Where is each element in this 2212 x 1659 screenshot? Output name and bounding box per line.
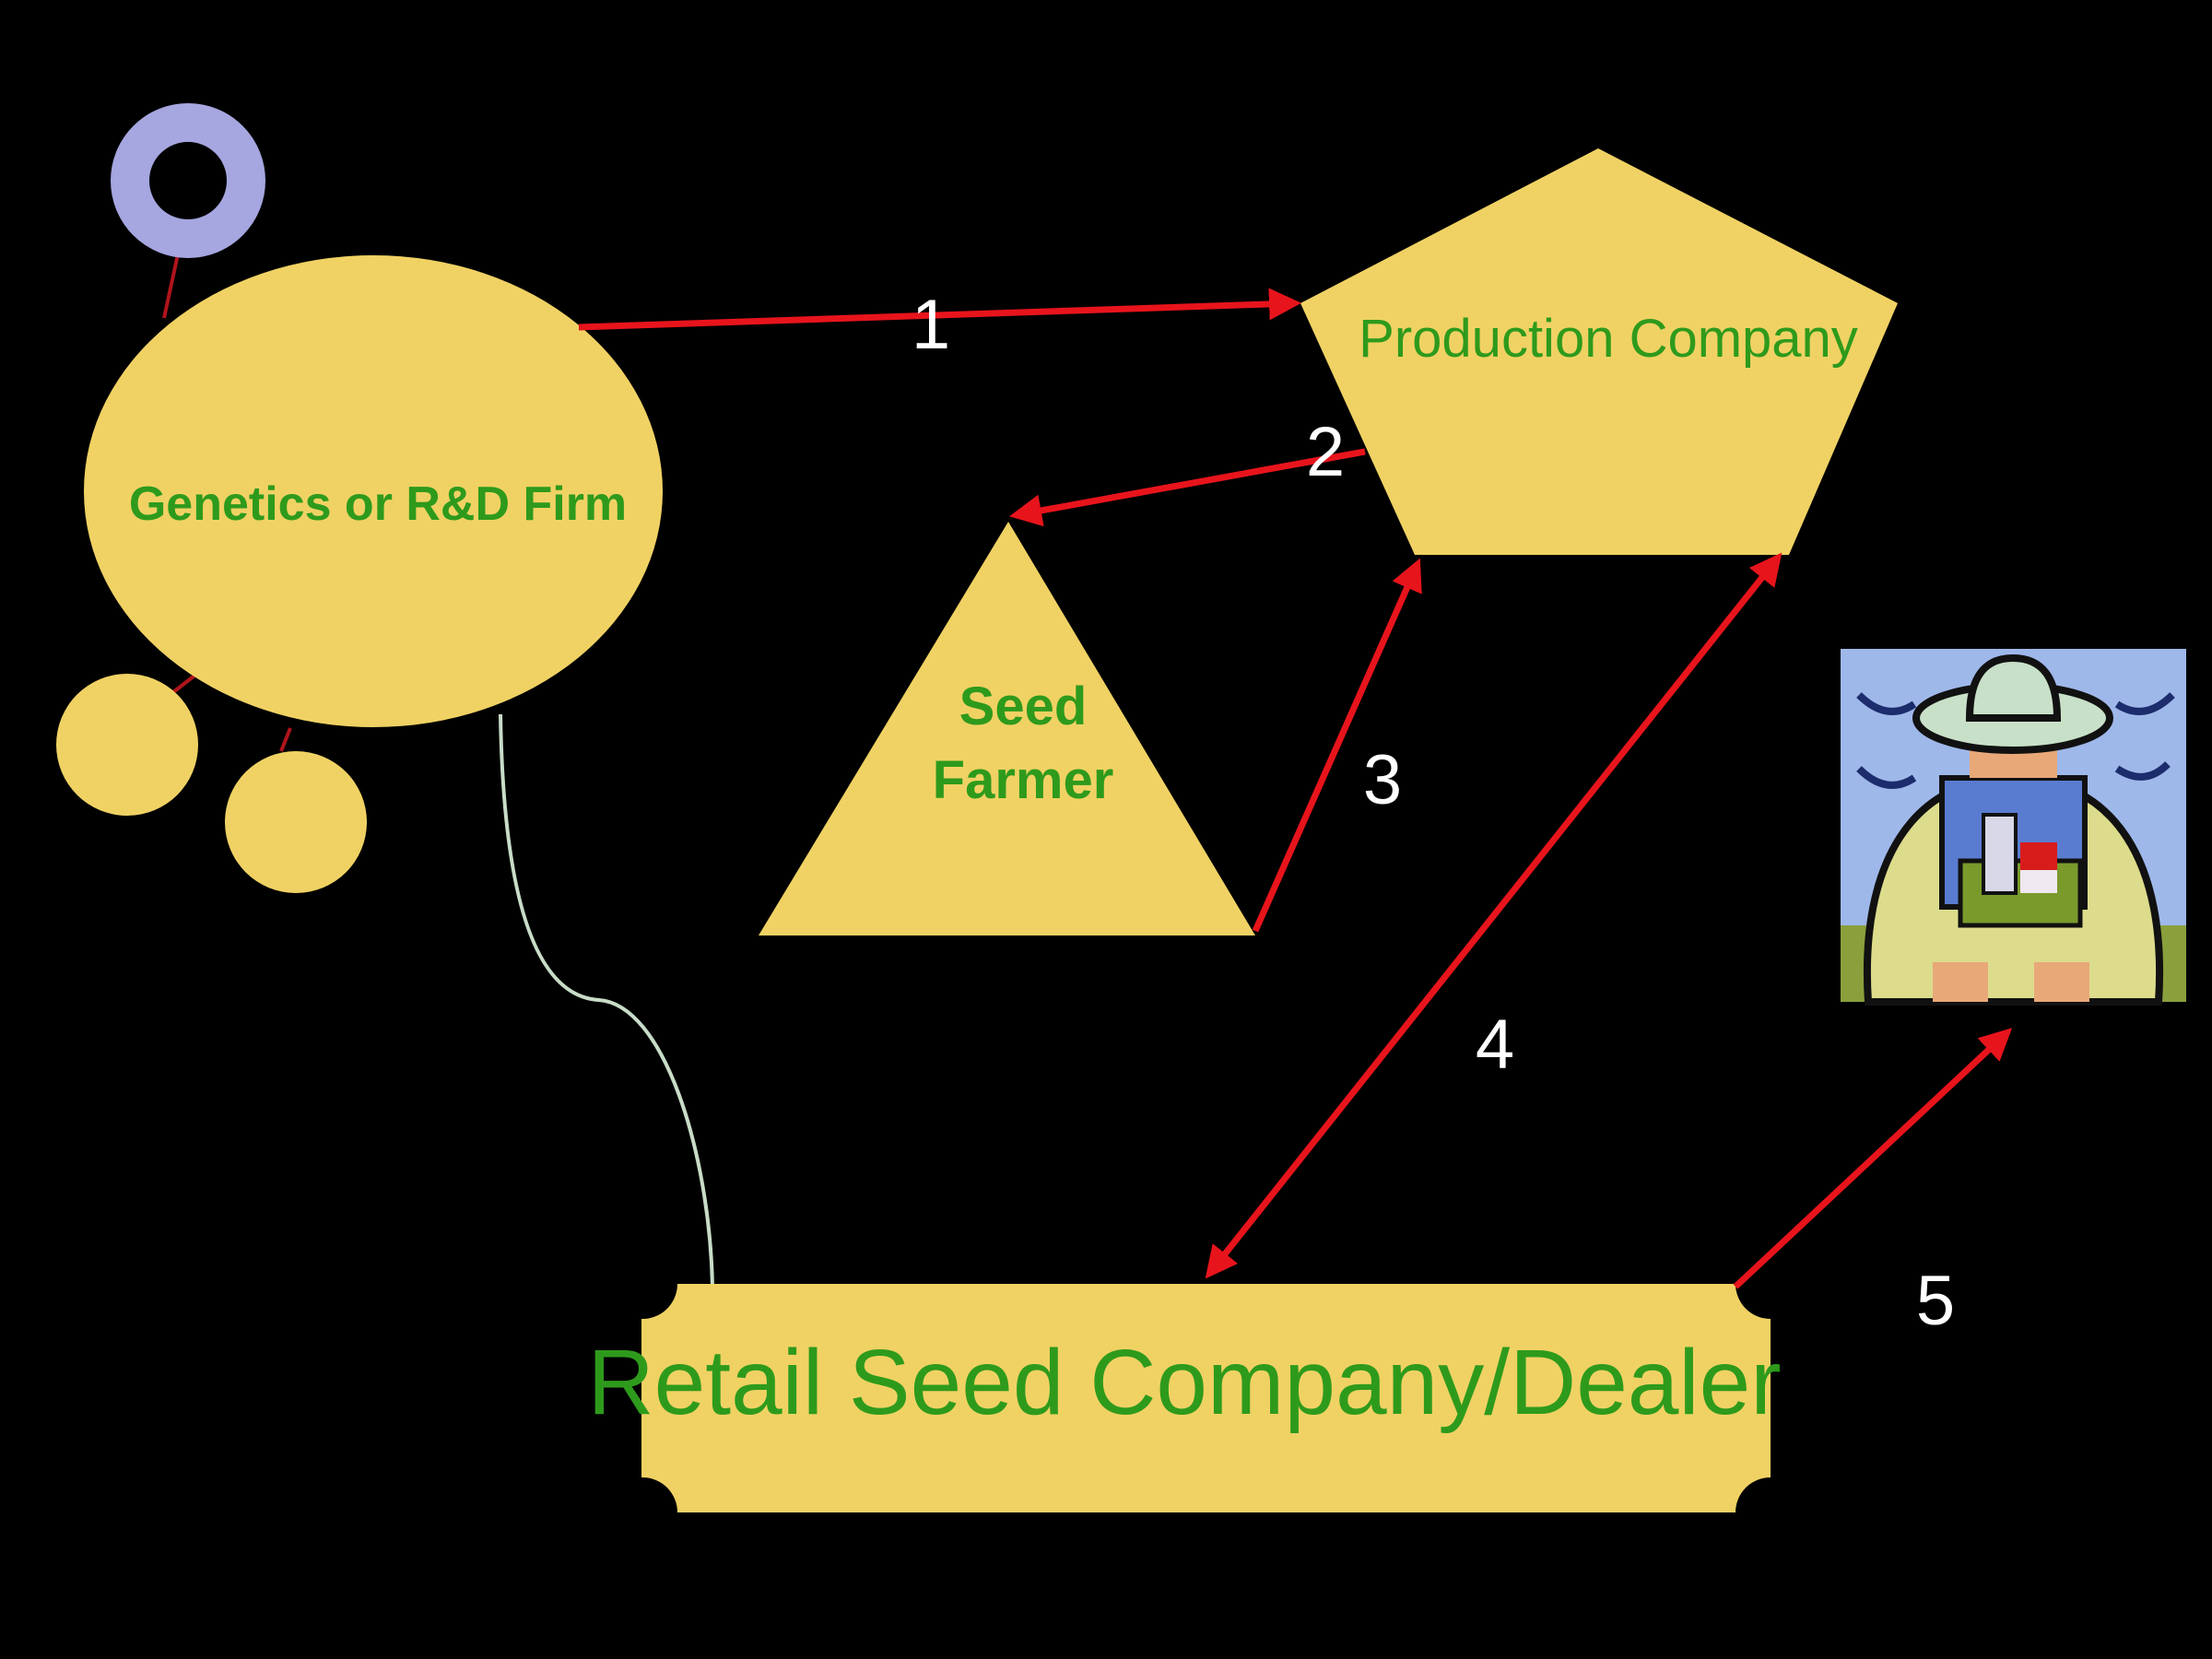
step-3-label: 3 (1363, 741, 1402, 819)
retail-dealer-banner (641, 1284, 1771, 1512)
ring-shape (111, 103, 265, 258)
arrow-4 (1205, 552, 1783, 1279)
production-company-pentagon (1300, 148, 1898, 555)
arrow-5 (1733, 1028, 2013, 1289)
step-2-label: 2 (1306, 413, 1345, 491)
production-company-label: Production Company (1359, 309, 1858, 369)
step-4-label: 4 (1476, 1006, 1514, 1084)
seed-farmer-label-line2: Farmer (933, 750, 1114, 810)
genetics-firm-ellipse (84, 255, 663, 727)
seed-farmer-triangle (759, 522, 1255, 935)
retail-dealer-label: Retail Seed Company/Dealer (587, 1331, 1781, 1434)
genetics-firm-label: Genetics or R&D Firm (129, 477, 627, 531)
small-circle-2 (225, 751, 367, 893)
circle2-connector (279, 727, 292, 752)
step-1-label: 1 (912, 286, 950, 364)
arrow-2 (1009, 448, 1366, 527)
small-circle-1 (56, 674, 198, 816)
arrow-1 (578, 288, 1301, 331)
genetics-to-retail-connector (499, 713, 714, 1288)
farmer-clipart-icon (1841, 649, 2186, 1006)
seed-farmer-label-line1: Seed (959, 677, 1088, 736)
step-5-label: 5 (1916, 1262, 1955, 1340)
